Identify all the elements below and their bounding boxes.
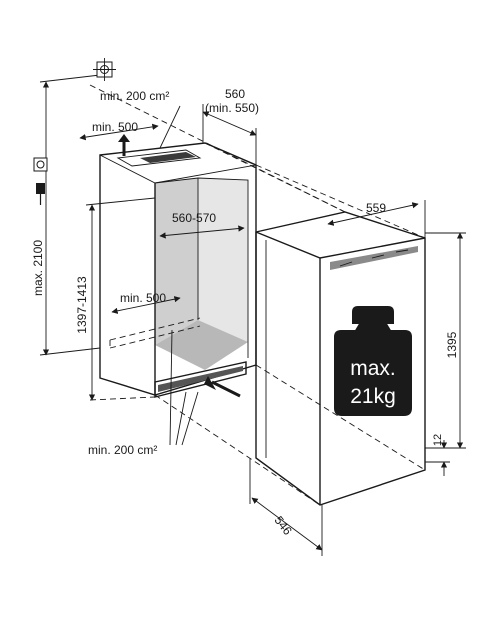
label-appliance-height: 1395 bbox=[445, 331, 459, 358]
label-max-height: max. 2100 bbox=[31, 240, 45, 296]
dim-inner-vent-depth: min. 500 bbox=[111, 291, 181, 314]
plinth-vent-grille bbox=[158, 366, 243, 392]
dim-niche-width: 560-570 bbox=[159, 211, 245, 239]
label-appliance-width: 559 bbox=[366, 201, 386, 215]
dim-niche-height: 1397-1413 bbox=[75, 197, 156, 401]
niche-cabinet bbox=[99, 142, 257, 398]
max-load-badge: max. 21kg bbox=[334, 306, 412, 416]
dim-appliance-height: 1395 bbox=[425, 232, 466, 449]
appliance-top-vent bbox=[330, 246, 418, 270]
niche-floor bbox=[155, 320, 248, 370]
power-plug-icon bbox=[36, 183, 45, 205]
label-vent-top-depth: min. 500 bbox=[92, 120, 138, 134]
label-niche-width: 560-570 bbox=[172, 211, 216, 225]
badge-line1: max. bbox=[350, 357, 396, 380]
dim-appliance-depth: 546 bbox=[249, 458, 323, 556]
label-niche-height: 1397-1413 bbox=[75, 276, 89, 334]
label-vent-top: min. 200 cm² bbox=[100, 89, 169, 103]
dim-bottom-vent: min. 200 cm² bbox=[88, 329, 199, 457]
dim-plinth-offset: 12 bbox=[425, 434, 450, 476]
badge-line2: 21kg bbox=[350, 385, 396, 408]
crosshair-icon bbox=[93, 58, 116, 81]
label-niche-depth-min: (min. 550) bbox=[205, 101, 259, 115]
label-vent-bottom: min. 200 cm² bbox=[88, 443, 157, 457]
top-vent-grille bbox=[140, 152, 196, 163]
label-vent-inner-depth: min. 500 bbox=[120, 291, 166, 305]
label-appliance-depth: 546 bbox=[271, 513, 295, 538]
airflow-in-arrow bbox=[204, 376, 241, 398]
dim-top-vent-depth: min. 500 bbox=[79, 120, 159, 141]
dim-top-vent: min. 200 cm² bbox=[100, 89, 181, 149]
label-niche-depth: 560 bbox=[225, 87, 245, 101]
dim-niche-depth: 560 (min. 550) bbox=[202, 87, 259, 165]
power-socket-icon bbox=[33, 157, 48, 172]
refrigerator-appliance bbox=[255, 211, 426, 506]
label-plinth-offset: 12 bbox=[432, 434, 444, 446]
niche-back-wall bbox=[198, 178, 248, 342]
dim-appliance-width: 559 bbox=[327, 200, 426, 238]
dim-max-height: max. 2100 bbox=[31, 74, 101, 356]
